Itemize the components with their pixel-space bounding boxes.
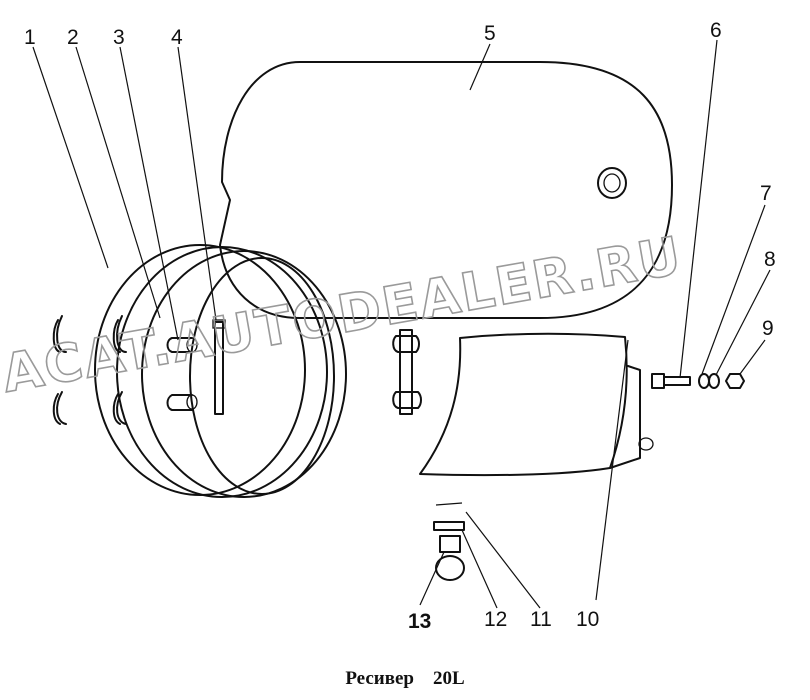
callout-9: 9 [762,317,774,340]
strap-pins [166,337,198,411]
callout-8: 8 [764,248,776,271]
mounting-straps [52,244,347,498]
clamp-fitting [392,329,422,415]
callout-10: 10 [576,608,599,631]
callout-12: 12 [484,608,507,631]
callout-3: 3 [113,26,125,49]
diagram-caption: Ресивер 20L [0,668,810,690]
callout-labels: 1 2 3 4 5 6 7 8 9 10 11 12 13 [24,19,776,633]
long-bolt [212,319,226,415]
caption-title: Ресивер [345,668,414,689]
callout-5: 5 [484,22,496,45]
callout-7: 7 [760,182,772,205]
mounting-bracket [419,332,654,477]
caption-volume: 20L [432,668,465,689]
callout-1: 1 [24,26,36,49]
callout-6: 6 [710,19,722,42]
callout-11: 11 [530,608,552,631]
leader-lines [32,39,771,609]
bolt-washers-nut [651,373,745,389]
callout-4: 4 [171,26,183,49]
drain-valve-assembly [433,502,465,581]
callout-13: 13 [408,610,431,633]
air-tank-receiver [219,61,673,319]
callout-2: 2 [67,26,79,49]
